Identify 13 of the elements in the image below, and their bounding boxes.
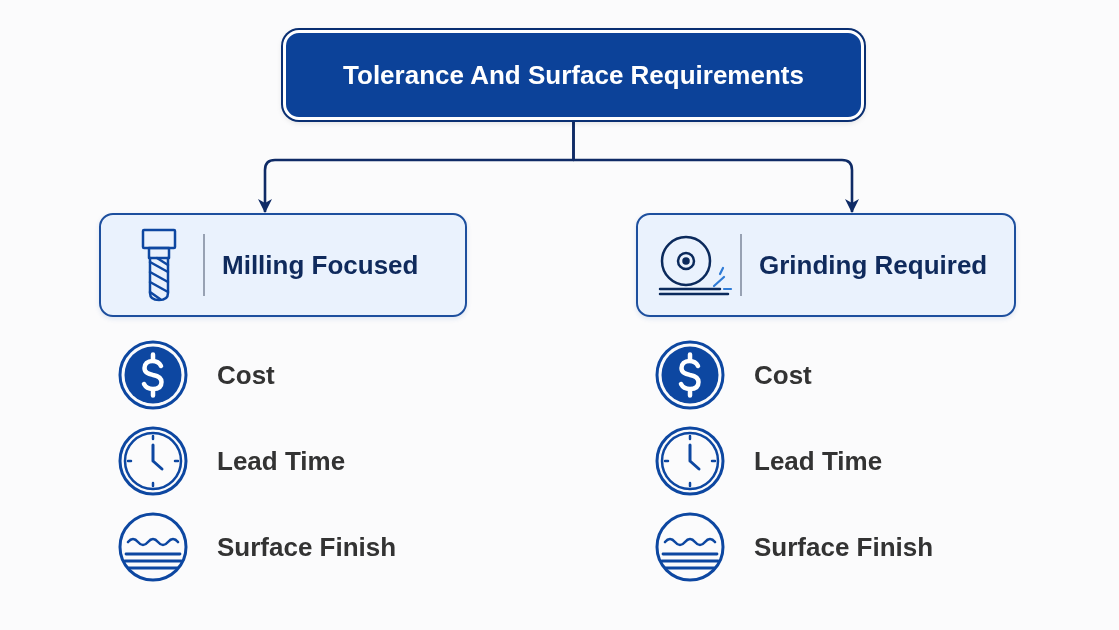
header-text: Tolerance And Surface Requirements: [343, 58, 804, 92]
category-box: [636, 213, 1016, 317]
arrow: [572, 121, 859, 213]
criterion-label: Cost: [754, 358, 812, 392]
category-box: [99, 213, 467, 317]
criterion-label: Lead Time: [754, 444, 883, 478]
criterion-label: Surface Finish: [754, 530, 934, 564]
header-box: [283, 30, 864, 120]
box-title: Grinding Required: [759, 248, 988, 282]
criterion-label: Lead Time: [217, 444, 346, 478]
criterion-label: Cost: [217, 358, 275, 392]
criterion-label: Surface Finish: [217, 530, 397, 564]
box-title: Milling Focused: [222, 248, 419, 282]
